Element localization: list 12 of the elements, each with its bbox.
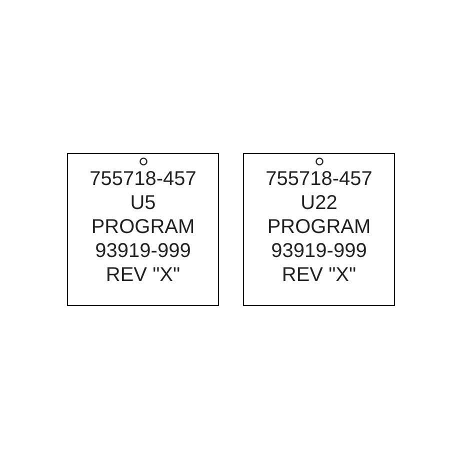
label-text: 755718-457 [266, 167, 372, 191]
label-text: 93919-999 [271, 239, 367, 263]
label-text: 755718-457 [90, 167, 196, 191]
label-text: U22 [300, 191, 338, 215]
label-text: PROGRAM [267, 215, 371, 239]
label-text: PROGRAM [91, 215, 195, 239]
chip-label-box [243, 153, 395, 306]
label-text: REV "X" [106, 263, 180, 287]
chip-label-box [67, 153, 219, 306]
label-text: 93919-999 [95, 239, 191, 263]
label-text: REV "X" [282, 263, 356, 287]
label-text: U5 [130, 191, 156, 215]
